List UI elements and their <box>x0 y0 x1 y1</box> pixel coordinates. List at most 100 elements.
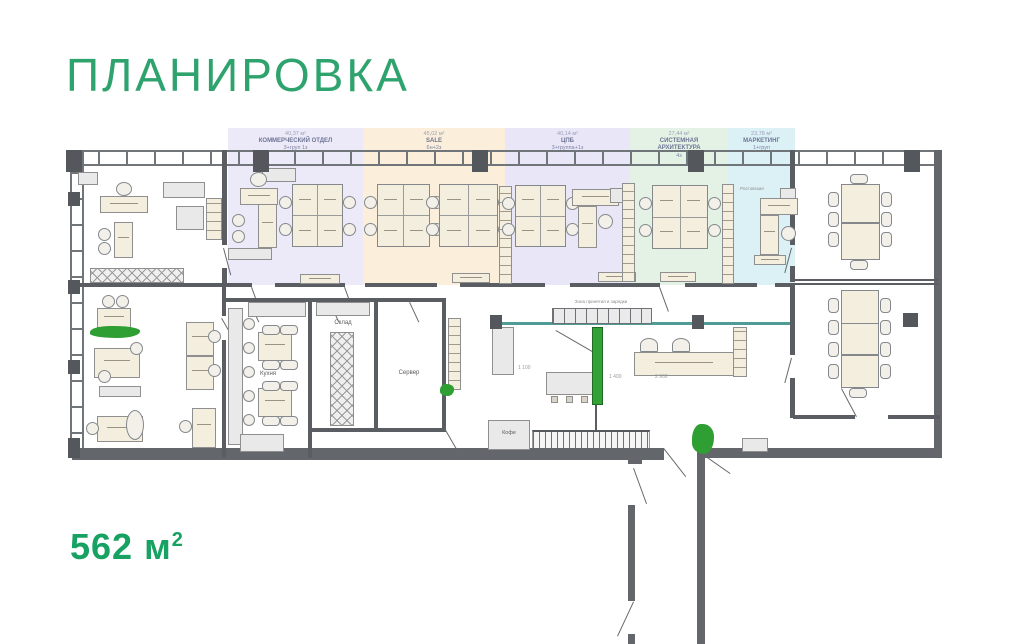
desk-cluster <box>364 184 443 247</box>
chair <box>232 214 245 227</box>
column <box>68 360 80 374</box>
desk-cluster <box>426 184 511 247</box>
corridor-stub <box>628 448 642 464</box>
bottom-wall <box>72 448 664 460</box>
total-area-value: 562 м <box>70 526 172 567</box>
partition-line <box>595 403 597 430</box>
zone-name: СИСТЕМНАЯ АРХИТЕКТУРА <box>657 137 701 152</box>
cabinet <box>78 172 98 185</box>
shelf <box>99 386 141 397</box>
total-area-sup: 2 <box>171 529 184 551</box>
meeting-wall <box>790 378 795 418</box>
desk-cluster <box>279 184 356 247</box>
green-partition <box>592 327 603 405</box>
dimension-label: 1 400 <box>609 374 622 380</box>
chair <box>280 381 298 391</box>
meeting-wall <box>790 285 795 355</box>
rooms-top-wall <box>224 298 446 302</box>
corridor-wall <box>685 283 757 287</box>
column <box>692 315 704 329</box>
chair <box>98 242 111 255</box>
corridor-wall <box>570 283 660 287</box>
corridor-stub <box>628 634 635 644</box>
shelf <box>754 255 786 265</box>
chair <box>86 422 99 435</box>
chair <box>828 192 839 207</box>
office-wall <box>222 150 227 245</box>
corridor-wall <box>460 283 545 287</box>
zone-marketing-label: 23,78 м² МАРКЕТИНГ 1+груп <box>728 131 795 152</box>
door-swing <box>617 601 634 637</box>
dimension-label: 1 100 <box>518 365 531 371</box>
zone-area: 23,78 м² <box>751 131 772 137</box>
desk-cluster <box>502 185 579 247</box>
server-label: Сервер <box>398 370 420 376</box>
shelf <box>228 248 272 260</box>
chair <box>98 370 111 383</box>
cabinet <box>206 198 222 240</box>
zone-staff: 6н+2з <box>426 145 442 152</box>
meeting-wall <box>790 266 795 282</box>
left-window-wall <box>70 150 84 458</box>
kitchen-label: Кухня <box>259 371 277 377</box>
column <box>490 315 502 329</box>
desk <box>760 215 779 255</box>
desk <box>100 196 148 213</box>
plant <box>692 424 714 454</box>
chair <box>262 381 280 391</box>
bench <box>546 372 594 395</box>
kitchen-wall <box>222 340 226 458</box>
table-seam <box>842 354 878 356</box>
zone-staff: 3+груп 1з <box>283 145 308 152</box>
stool <box>243 318 255 330</box>
chair <box>598 214 613 229</box>
door-swing <box>659 287 669 312</box>
chair <box>208 364 221 377</box>
chair <box>130 342 143 355</box>
bench-leg <box>566 396 573 403</box>
stool <box>243 342 255 354</box>
desk <box>760 198 798 215</box>
window-bench <box>492 327 514 375</box>
chair <box>881 212 892 227</box>
corridor-wall <box>275 283 345 287</box>
zone-area: 45,02 м² <box>423 131 445 137</box>
door-swing <box>705 456 731 475</box>
chair <box>179 420 192 433</box>
meeting-bottom-wall <box>793 415 855 419</box>
radiator <box>742 438 768 452</box>
lockers-row <box>552 308 652 324</box>
cabinet <box>722 184 734 284</box>
shelf <box>452 273 490 283</box>
shelf <box>660 272 696 282</box>
server-wall-right <box>442 300 446 432</box>
bar-counter <box>634 352 734 376</box>
lockers-zone-label: Зона принятия и зарядки <box>574 299 628 304</box>
bottom-wall-right <box>702 448 942 458</box>
kitchen-wall <box>222 286 226 316</box>
desk <box>258 204 277 248</box>
column <box>68 192 80 206</box>
coat-rack <box>532 430 650 448</box>
chair <box>828 212 839 227</box>
chair <box>880 320 891 335</box>
zone-area: 40,37 м² <box>285 131 306 137</box>
storage-wall-right <box>374 300 378 432</box>
chair <box>280 360 298 370</box>
column <box>903 313 918 327</box>
corridor-wall-left <box>628 505 635 601</box>
partition-line <box>555 330 595 353</box>
shelf <box>316 302 370 316</box>
lounge-chair <box>126 410 144 440</box>
chair <box>208 330 221 343</box>
storage-rack <box>330 332 354 426</box>
zone-cpb-label: 40,14 м² ЦПБ 3+группа+1з <box>505 131 630 152</box>
zone-staff: 3+группа+1з <box>551 145 584 152</box>
cabinet <box>448 318 461 390</box>
column <box>68 438 80 458</box>
appliance <box>240 434 284 452</box>
chair <box>850 260 868 270</box>
kitchen-wall-right <box>308 300 312 458</box>
conference-table <box>841 290 879 388</box>
plant <box>90 326 140 338</box>
